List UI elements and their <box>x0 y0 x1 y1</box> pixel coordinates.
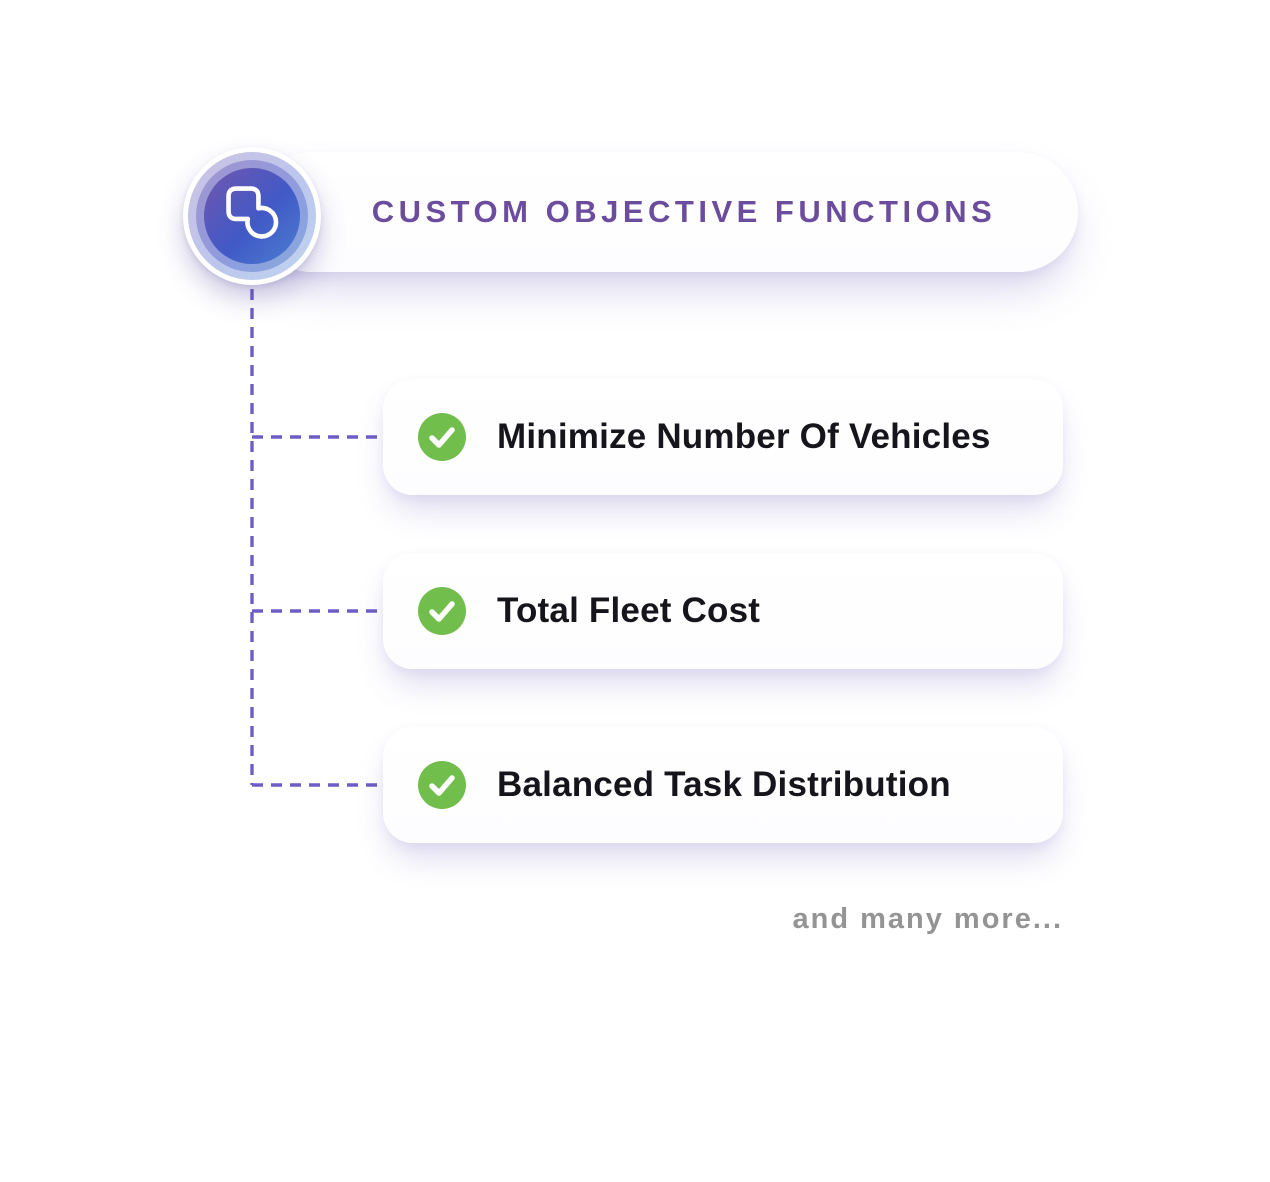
feature-label: Balanced Task Distribution <box>497 765 951 804</box>
feature-label: Minimize Number Of Vehicles <box>497 417 991 456</box>
logo-badge <box>183 147 321 285</box>
feature-label: Total Fleet Cost <box>497 591 761 630</box>
check-icon <box>418 587 466 635</box>
feature-card-balanced-task-distribution: Balanced Task Distribution <box>383 727 1063 843</box>
header-title: CUSTOM OBJECTIVE FUNCTIONS <box>371 194 997 229</box>
header-pill: CUSTOM OBJECTIVE FUNCTIONS <box>252 152 1078 272</box>
feature-card-minimize-vehicles: Minimize Number Of Vehicles <box>383 379 1063 495</box>
logo-core <box>204 168 300 264</box>
infinity-loop-logo-icon <box>226 186 279 239</box>
logo-ring-outer <box>188 152 316 280</box>
check-icon <box>418 413 466 461</box>
logo-ring-inner <box>196 160 308 272</box>
feature-card-total-fleet-cost: Total Fleet Cost <box>383 553 1063 669</box>
check-icon <box>418 761 466 809</box>
footer-note: and many more... <box>792 903 1063 935</box>
